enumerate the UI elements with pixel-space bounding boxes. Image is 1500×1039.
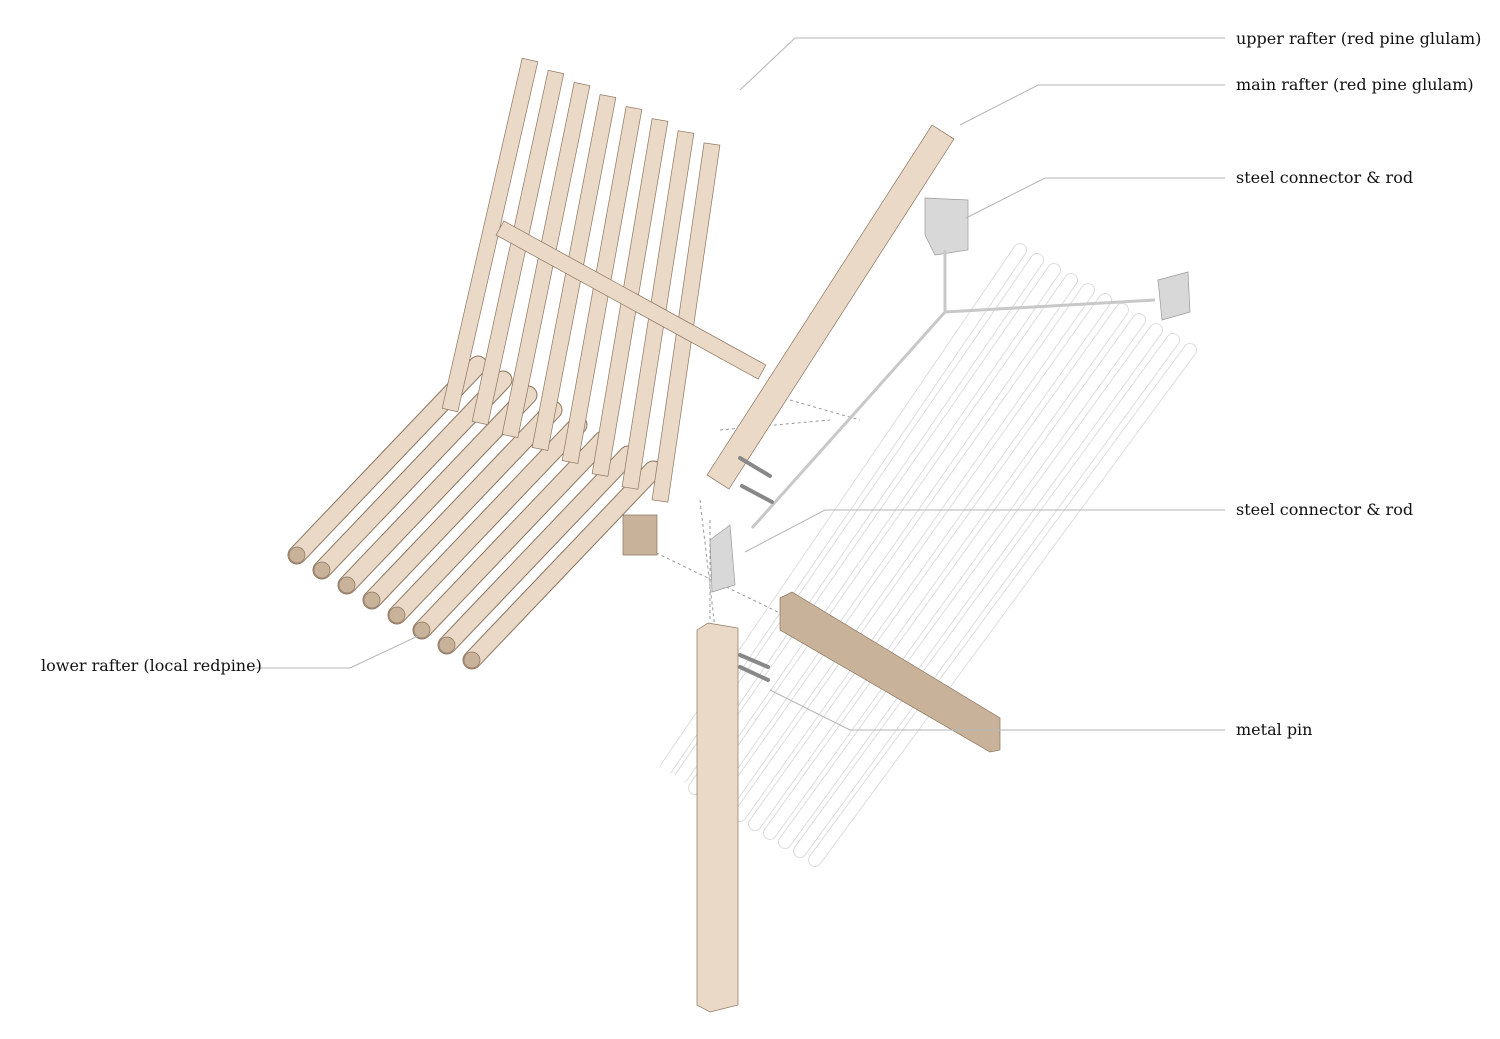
projection-line bbox=[719, 419, 831, 431]
lower-rafter bbox=[388, 416, 587, 624]
lower-rafter bbox=[463, 461, 662, 669]
label-upper-rafter: upper rafter (red pine glulam) bbox=[1236, 29, 1482, 48]
ghost-rafter-fill bbox=[809, 344, 1196, 866]
lower-rafter-end bbox=[288, 546, 306, 564]
ghost-rafter-fill bbox=[689, 264, 1060, 794]
support-block bbox=[622, 514, 658, 556]
label-main-rafter: main rafter (red pine glulam) bbox=[1236, 75, 1474, 94]
column bbox=[696, 622, 739, 1013]
steel-rod bbox=[944, 298, 1156, 314]
projection-line bbox=[789, 399, 861, 421]
metal-pin bbox=[738, 456, 772, 478]
lower-rafter-end bbox=[313, 561, 331, 579]
lower-rafters bbox=[287, 355, 663, 670]
lower-rafter-end bbox=[413, 621, 431, 639]
leader-line bbox=[255, 634, 421, 669]
horizontal-beam bbox=[779, 591, 1001, 753]
lower-rafter bbox=[363, 401, 562, 609]
ghost-rafter-fill bbox=[674, 254, 1043, 785]
ghost-rafter-fill bbox=[704, 274, 1077, 803]
ghost-rafter-fill bbox=[719, 284, 1094, 812]
steel-connector-top bbox=[924, 197, 969, 256]
metal-pin bbox=[740, 484, 774, 504]
lower-rafter bbox=[413, 431, 612, 639]
ghost-rafters-dashed bbox=[639, 243, 1197, 867]
leader-line bbox=[744, 509, 1225, 553]
ghost-rafter-fill bbox=[779, 324, 1162, 848]
lower-rafter-end bbox=[338, 576, 356, 594]
steel-rod bbox=[750, 311, 947, 529]
lower-rafter-end bbox=[463, 651, 481, 669]
ghost-rafter-fill bbox=[794, 334, 1179, 857]
lower-rafter bbox=[313, 371, 512, 579]
lower-rafter-end bbox=[388, 606, 406, 624]
ghost-rafter-fill bbox=[749, 304, 1128, 830]
steel-connector-side bbox=[1157, 271, 1191, 321]
leader-line bbox=[965, 177, 1225, 219]
lower-rafter-end bbox=[363, 591, 381, 609]
leader-line bbox=[769, 689, 1225, 731]
label-steel-connector-bottom: steel connector & rod bbox=[1236, 500, 1414, 519]
metal-pin bbox=[738, 653, 770, 669]
metal-pin bbox=[738, 665, 770, 682]
main-rafter bbox=[706, 124, 955, 490]
lower-rafter bbox=[338, 386, 537, 594]
label-lower-rafter: lower rafter (local redpine) bbox=[41, 656, 262, 675]
leader-line bbox=[739, 37, 1225, 91]
ghost-rafter-fill bbox=[764, 314, 1145, 839]
leader-lines bbox=[255, 37, 1225, 731]
lower-rafter bbox=[438, 446, 637, 654]
upper-rafter bbox=[441, 57, 539, 413]
leader-line bbox=[959, 84, 1225, 126]
transverse-beam bbox=[495, 220, 767, 380]
ghost-rafter-fill bbox=[734, 294, 1111, 821]
label-steel-connector-top: steel connector & rod bbox=[1236, 168, 1414, 187]
label-metal-pin: metal pin bbox=[1236, 720, 1313, 739]
upper-rafter bbox=[471, 69, 565, 426]
steel-connector-bottom bbox=[709, 524, 736, 593]
structural-parts bbox=[495, 124, 1191, 1013]
lower-rafter-end bbox=[438, 636, 456, 654]
